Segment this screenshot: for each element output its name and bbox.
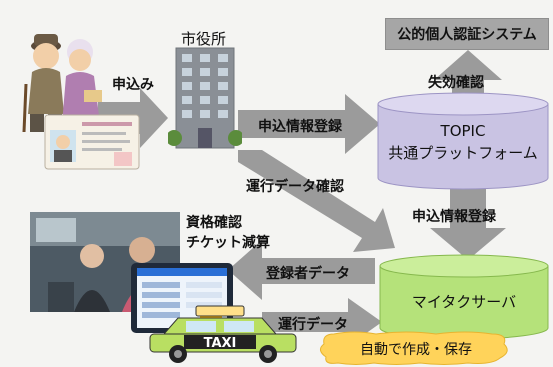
label-apply-register: 申込情報登録 — [258, 119, 342, 135]
arrow-apply-register-down — [430, 185, 506, 260]
taxi-sign-text: TAXI — [204, 336, 237, 351]
topic-cylinder — [377, 92, 549, 190]
label-apply-register-2: 申込情報登録 — [412, 209, 496, 225]
arrow-revocation — [434, 50, 502, 100]
topic-subtitle: 共通プラットフォーム — [388, 144, 538, 162]
arrow-ride-data-check — [238, 150, 395, 252]
id-card-icon — [44, 114, 140, 170]
taxi-illustration: TAXI — [149, 305, 297, 363]
auto-save-text: 自動で作成・保存 — [360, 342, 472, 358]
server-label: マイタクサーバ — [411, 293, 517, 311]
label-registrant-data: 登録者データ — [266, 266, 350, 282]
city-hall-building — [168, 47, 242, 149]
arrow-apply-register — [238, 94, 380, 154]
label-ride-data: 運行データ — [278, 317, 348, 333]
auto-save-bubble — [320, 331, 508, 365]
elderly-couple-illustration — [22, 34, 102, 133]
label-revocation-check: 失効確認 — [428, 75, 484, 91]
arrow-registrant-data — [228, 240, 375, 300]
label-ticket: チケット減算 — [186, 235, 270, 251]
topic-title: TOPIC — [440, 122, 486, 140]
label-ride-data-check: 運行データ確認 — [246, 179, 344, 195]
city-hall-label: 市役所 — [181, 30, 227, 48]
label-qualification: 資格確認 — [186, 215, 242, 231]
label-apply: 申込み — [112, 77, 154, 93]
jpki-system-box: 公的個人認証システム — [385, 18, 549, 50]
